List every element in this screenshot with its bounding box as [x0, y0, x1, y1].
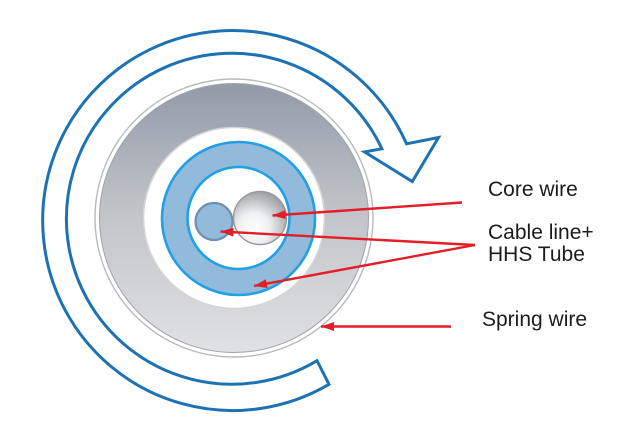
rotation-arrow-icon	[41, 29, 442, 413]
spring-wire-label: Spring wire	[482, 308, 588, 331]
core-wire-circle	[232, 190, 288, 246]
core-wire-label: Core wire	[488, 178, 578, 201]
cable-line-pointer-line	[220, 227, 476, 247]
hhs-tube-label-line: HHS Tube	[488, 243, 585, 266]
hhs-tube-pointer-line	[253, 243, 476, 289]
cable-line-circle	[194, 201, 234, 242]
cable-hhs-tube-label: Cable line+ HHS Tube	[488, 222, 594, 266]
core-wire-pointer-line	[272, 201, 463, 220]
cable-line-label-line: Cable line+	[488, 221, 594, 244]
